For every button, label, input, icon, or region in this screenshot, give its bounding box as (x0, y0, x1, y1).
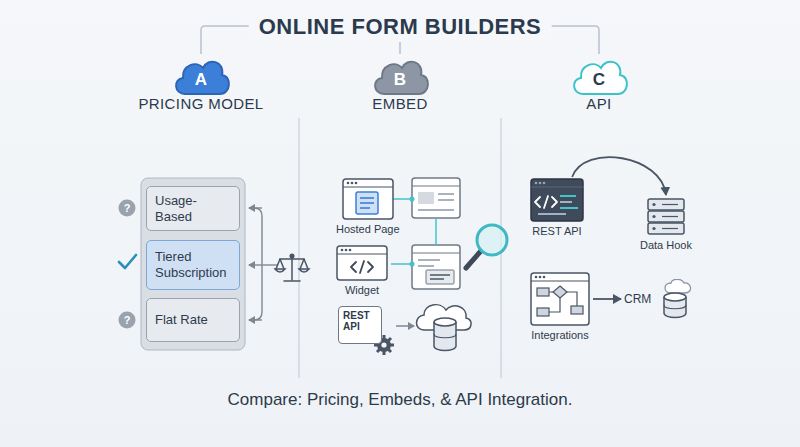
cloud-letter: B (369, 54, 431, 89)
embed-window (412, 245, 460, 289)
icon-holder (530, 272, 590, 326)
widget-icon (336, 245, 388, 281)
icon-holder (342, 178, 394, 220)
node-label: Hosted Page (336, 223, 400, 235)
column-heading: EMBED (372, 95, 427, 112)
connector-arrow (593, 298, 621, 300)
column-divider (299, 118, 501, 378)
connector-arrow (572, 157, 666, 195)
icon-holder (655, 279, 695, 319)
question-mark: ? (119, 312, 135, 328)
node-label: REST API (532, 225, 581, 237)
cloud-letter: A (170, 54, 232, 89)
icon-holder (336, 245, 388, 281)
node-label: REST API (343, 310, 377, 332)
rest-api-window-icon (530, 178, 584, 222)
category-cloud: A (170, 54, 232, 96)
embed-window (412, 178, 460, 218)
diagram-title: ONLINE FORM BUILDERS (249, 14, 552, 40)
pricing-stack-panel (141, 178, 245, 350)
pricing-option-box: Flat Rate (146, 298, 240, 342)
node-label: Usage-Based (155, 193, 231, 224)
hosted-page-icon (342, 178, 394, 220)
node-label: CRM (624, 292, 651, 306)
node-label: Flat Rate (155, 312, 208, 328)
node-label: Data Hook (640, 239, 692, 251)
comparison-bracket (249, 208, 278, 320)
cloud-letter: C (568, 54, 630, 89)
icon-holder (646, 198, 686, 236)
column-heading: PRICING MODEL (138, 95, 263, 112)
pricing-option-box: Usage-Based (146, 186, 240, 231)
magnifier-icon (466, 225, 507, 268)
pricing-option-box: Tiered Subscription (146, 240, 240, 290)
server-icon (646, 198, 686, 236)
data-hook-server: Data Hook (640, 198, 692, 251)
node-label: Integrations (531, 329, 588, 341)
question-badge (119, 200, 136, 217)
category-cloud: C (568, 54, 630, 96)
embed-option: Widget (336, 245, 388, 296)
category-cloud: B (369, 54, 431, 96)
icon-holder (530, 178, 584, 222)
diagram-caption: Compare: Pricing, Embeds, & API Integrat… (228, 390, 573, 410)
api-endpoint: REST API (530, 178, 584, 237)
flowchart-icon (530, 272, 590, 326)
node-label: Tiered Subscription (155, 249, 231, 280)
integrations-window: Integrations (530, 272, 590, 341)
crm-target: CRM (624, 279, 695, 319)
rest-api-box: REST API (338, 306, 382, 344)
column-heading: API (586, 95, 611, 112)
balance-scale (275, 254, 309, 281)
embed-option: Hosted Page (336, 178, 400, 235)
check-mark (119, 255, 136, 268)
node-label: Widget (345, 284, 379, 296)
flow-arrow (396, 325, 414, 327)
crm-database-icon (655, 279, 695, 319)
question-badge (119, 312, 136, 329)
question-mark: ? (119, 200, 135, 216)
cloud-database (417, 305, 472, 351)
